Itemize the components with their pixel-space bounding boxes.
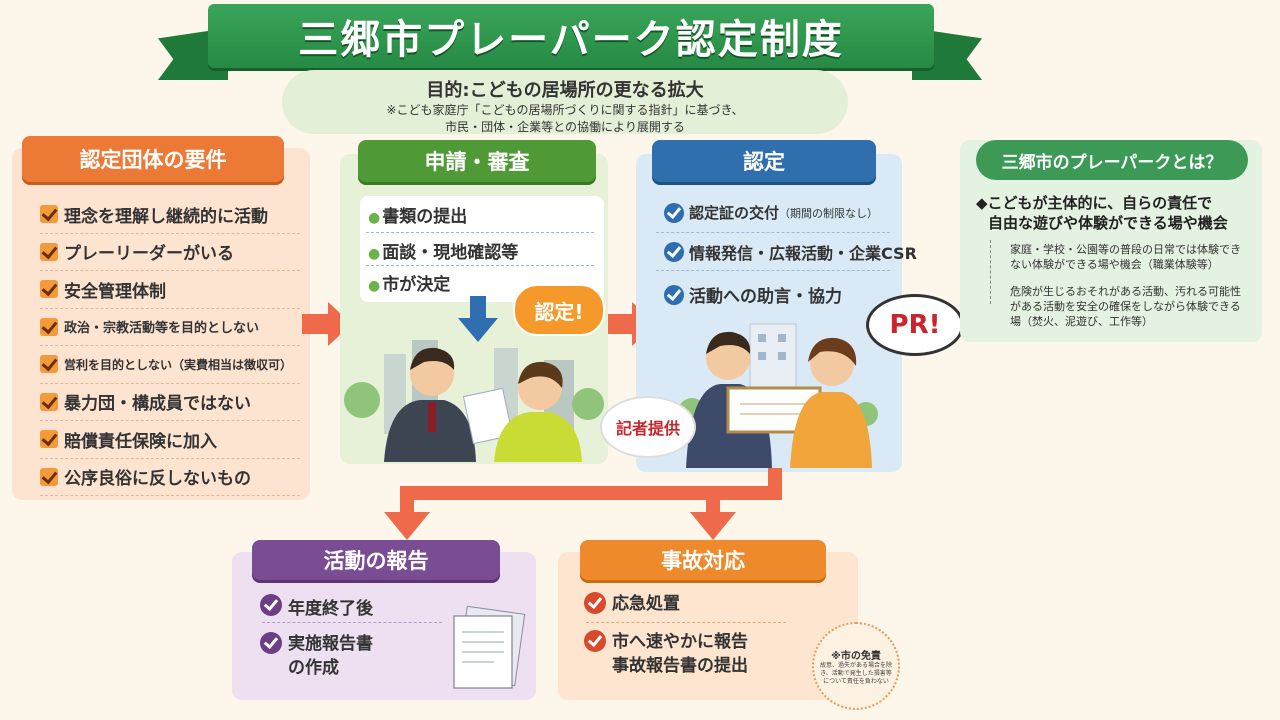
check-icon xyxy=(40,242,58,261)
check-icon xyxy=(40,430,58,449)
bullet-icon: ● xyxy=(368,210,381,226)
report-item-1: 年度終了後 xyxy=(260,594,373,619)
check-icon xyxy=(40,280,58,299)
requirement-item: 営利を目的としない（実費相当は徴収可） xyxy=(40,346,300,384)
approved-bubble: 認定! xyxy=(513,284,605,336)
requirement-item: 暴力団・構成員ではない xyxy=(40,384,300,421)
application-step: ●市が決定 xyxy=(368,275,451,295)
requirement-item: 政治・宗教活動等を目的としない xyxy=(40,309,300,346)
application-step: ●面談・現地確認等 xyxy=(368,243,519,263)
check-icon xyxy=(40,317,58,336)
divider xyxy=(262,622,442,623)
check-icon xyxy=(260,632,282,654)
about-definition: ◆こどもが主体的に、自らの責任で 自由な遊びや体験ができる場や機会 xyxy=(976,194,1228,232)
divider xyxy=(586,622,786,623)
check-icon xyxy=(584,592,606,614)
certification-header: 認定 xyxy=(652,140,876,182)
requirements-panel xyxy=(12,148,310,500)
arrow-right-icon xyxy=(302,302,352,346)
requirement-item: 理念を理解し継続的に活動 xyxy=(40,196,300,234)
bullet-icon: ● xyxy=(368,278,381,294)
certification-illustration xyxy=(680,323,878,468)
application-header: 申請・審査 xyxy=(358,140,596,182)
about-bracket xyxy=(990,240,991,304)
check-icon xyxy=(584,630,606,652)
accident-item-1: 応急処置 xyxy=(584,592,680,616)
purpose-sub-2: 市民・団体・企業等との協働により展開する xyxy=(445,120,685,134)
disclaimer-text: 故意、過失がある場合を除き、活動で発生した損害等について責任を負わない xyxy=(819,661,892,685)
disclaimer-badge: ※市の免責 故意、過失がある場合を除き、活動で発生した損害等について責任を負わな… xyxy=(812,622,900,710)
purpose-box: 目的:こどもの居場所の更なる拡大 ※こども家庭庁「こどもの居場所づくりに関する指… xyxy=(282,70,848,134)
certification-item-2: 情報発信・広報活動・企業CSR xyxy=(664,240,917,264)
divider xyxy=(656,270,890,271)
check-icon xyxy=(260,594,282,616)
purpose-sub-1: ※こども家庭庁「こどもの居場所づくりに関する指針」に基づき、 xyxy=(386,103,744,117)
check-icon xyxy=(40,467,58,486)
check-icon xyxy=(40,355,58,374)
requirement-item: プレーリーダーがいる xyxy=(40,234,300,271)
pr-bubble: PR! xyxy=(866,294,964,356)
check-icon xyxy=(40,392,58,411)
disclaimer-title: ※市の免責 xyxy=(831,650,881,662)
divider xyxy=(366,232,594,233)
check-icon xyxy=(664,242,684,262)
about-header: 三郷市のプレーパークとは？ xyxy=(976,140,1248,180)
requirement-item: 公序良俗に反しないもの xyxy=(40,459,300,496)
page-title: 三郷市プレーパーク認定制度 xyxy=(208,4,934,68)
check-icon xyxy=(40,205,58,224)
requirements-header: 認定団体の要件 xyxy=(22,136,284,182)
about-note-2: 危険が生じるおそれがある活動、汚れる可能性がある活動を安全の確保をしながら体験で… xyxy=(1010,285,1241,328)
report-item-2: 実施報告書の作成 xyxy=(260,632,373,680)
document-icon xyxy=(453,606,526,689)
arrow-down-icon xyxy=(458,296,498,342)
report-header: 活動の報告 xyxy=(252,540,500,580)
bullet-icon: ● xyxy=(368,246,381,262)
accident-header: 事故対応 xyxy=(580,540,826,580)
accident-item-2: 市へ速やかに報告事故報告書の提出 xyxy=(584,630,748,678)
check-icon xyxy=(664,202,684,223)
check-icon xyxy=(664,284,684,305)
divider xyxy=(366,265,594,266)
requirements-list: 理念を理解し継続的に活動 プレーリーダーがいる 安全管理体制 政治・宗教活動等を… xyxy=(40,196,300,496)
certification-item-1: 認定証の交付（期間の制限なし） xyxy=(664,202,878,223)
certification-item-3: 活動への助言・協力 xyxy=(664,282,842,307)
branch-arrow-icon xyxy=(384,468,782,540)
requirement-item: 賠償責任保険に加入 xyxy=(40,421,300,459)
requirement-item: 安全管理体制 xyxy=(40,271,300,309)
about-note-1: 家庭・学校・公園等の普段の日常では体験できない体験ができる場や機会（職業体験等） xyxy=(1010,243,1241,271)
purpose-main: 目的:こどもの居場所の更なる拡大 xyxy=(426,80,704,101)
application-step: ●書類の提出 xyxy=(368,207,468,227)
press-release-bubble: 記者提供 xyxy=(600,396,696,458)
application-illustration xyxy=(344,340,604,462)
divider xyxy=(656,232,890,233)
